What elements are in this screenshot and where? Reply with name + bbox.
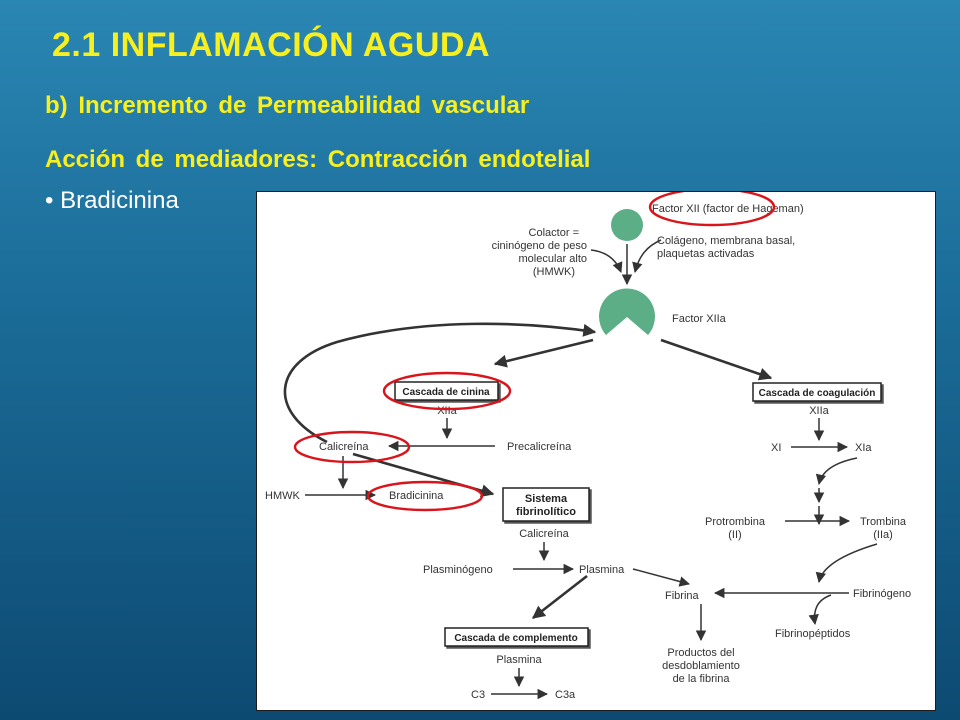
xia-label: XIa — [855, 442, 872, 454]
arrow-to-coag-cascade — [660, 338, 773, 381]
thrombin-line-1: Trombina — [860, 516, 907, 528]
complement-cascade-box — [444, 627, 589, 647]
fibrinopeptides-label: Fibrinopéptidos — [775, 628, 851, 640]
slide-subtitle-permeability: b) Incremento de Permeabilidad vascular — [45, 92, 530, 119]
activators-arrow — [632, 239, 662, 274]
plasmin2-label: Plasmina — [496, 654, 542, 666]
bradykinin-label: Bradicinina — [389, 490, 444, 502]
fibrinolytic-box — [502, 487, 590, 522]
prekallikrein-label: Precalicreína — [507, 441, 572, 453]
xiia-coag-label: XIIa — [809, 405, 829, 417]
kallikrein2-label: Calicreína — [519, 528, 569, 540]
complement-cascade-label: Cascada de complemento — [454, 633, 577, 644]
highlight-factor-xii — [648, 192, 776, 227]
degradation-line-2: desdoblamiento — [662, 660, 740, 672]
prothrombin-line-1: Protrombina — [705, 516, 766, 528]
fibrinolytic-line-1: Sistema — [525, 493, 568, 505]
coag-cascade-label: Cascada de coagulación — [759, 388, 876, 399]
cofactor-line-2: cininógeno de peso — [492, 240, 587, 252]
plasminogen-label: Plasminógeno — [423, 564, 493, 576]
bullet-bradicinina: • Bradicinina — [45, 187, 179, 214]
kallikrein-label: Calicreína — [319, 441, 369, 453]
feedback-loop-arrow — [283, 322, 597, 444]
factor-xii-label: Factor XII (factor de Hageman) — [652, 203, 804, 215]
highlight-bradykinin — [366, 480, 484, 512]
thrombin-line-2: (IIa) — [873, 529, 893, 541]
cofactor-line-3: molecular alto — [519, 253, 587, 265]
diagram-svg: Factor XII (factor de Hageman) Colactor … — [265, 192, 911, 701]
cofactor-line-4: (HMWK) — [533, 266, 575, 278]
slide-title: 2.1 INFLAMACIÓN AGUDA — [52, 26, 491, 64]
activators-line-2: plaquetas activadas — [657, 248, 755, 260]
fibrinolytic-line-2: fibrinolítico — [516, 506, 576, 518]
xiia-kinin-label: XIIa — [437, 405, 457, 417]
slide-subtitle-mediators: Acción de mediadores: Contracción endote… — [45, 146, 591, 173]
kinin-cascade-box — [394, 381, 499, 401]
xia-curve-arrow — [815, 457, 858, 486]
kinin-cascade-diagram: Factor XII (factor de Hageman) Colactor … — [256, 191, 936, 711]
highlight-kinin-cascade — [382, 371, 512, 411]
fibrin-label: Fibrina — [665, 590, 700, 602]
factor-xii-shape — [611, 209, 643, 241]
coag-cascade-box — [752, 382, 882, 402]
fibrinogen-label: Fibrinógeno — [853, 588, 911, 600]
plasmin-label: Plasmina — [579, 564, 625, 576]
activators-line-1: Colágeno, membrana basal, — [657, 235, 795, 247]
cofactor-arrow — [590, 249, 623, 273]
cofactor-line-1: Colactor = — [529, 227, 579, 239]
fibrinopeptides-arrow — [808, 594, 832, 626]
factor-xiia-shape — [599, 288, 655, 335]
degradation-line-3: de la fibrina — [673, 673, 731, 685]
plasmin-to-fibrin-arrow — [632, 568, 691, 587]
c3a-label: C3a — [555, 689, 576, 701]
arrow-to-kinin-cascade — [493, 338, 594, 368]
xi-label: XI — [771, 442, 781, 454]
plasmin-to-complement-arrow — [531, 574, 588, 620]
prothrombin-line-2: (II) — [728, 529, 741, 541]
c3-label: C3 — [471, 689, 485, 701]
hmwk-label: HMWK — [265, 490, 300, 502]
highlight-kallikrein — [293, 430, 411, 464]
kinin-cascade-label: Cascada de cinina — [402, 387, 490, 398]
degradation-line-1: Productos del — [667, 647, 734, 659]
thrombin-curve-arrow — [815, 543, 878, 584]
factor-xiia-label: Factor XIIa — [672, 313, 727, 325]
